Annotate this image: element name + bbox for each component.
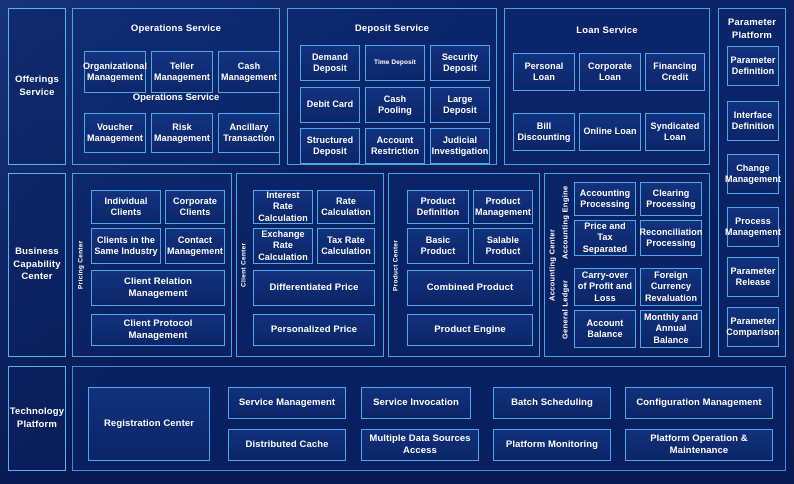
box-time-deposit[interactable]: Time Deposit (365, 45, 425, 81)
box-demand-deposit[interactable]: Demand Deposit (300, 45, 360, 81)
box-monthly-and-annual-balance[interactable]: Monthly and Annual Balance (640, 310, 702, 348)
box-online-loan[interactable]: Online Loan (579, 113, 641, 151)
panel-deposit-service[interactable]: Deposit Service Demand Deposit Time Depo… (287, 8, 497, 165)
panel-accounting-center[interactable]: Accounting Center Accounting Engine Acco… (544, 173, 710, 357)
box-batch-scheduling[interactable]: Batch Scheduling (493, 387, 611, 419)
box-change-management[interactable]: Change Management (725, 154, 781, 194)
box-security-deposit[interactable]: Security Deposit (430, 45, 490, 81)
box-personal-loan[interactable]: Personal Loan (513, 53, 575, 91)
side-label-technology-platform-text: Technology Platform (9, 406, 65, 430)
box-clients-in-the-same-industry[interactable]: Clients in the Same Industry (91, 228, 161, 264)
box-ancillary-transaction[interactable]: Ancillary Transaction (218, 113, 280, 153)
box-client-relation-management[interactable]: Client Relation Management (91, 270, 225, 306)
box-cash-pooling[interactable]: Cash Pooling (365, 87, 425, 123)
box-carry-over-of-profit-and-loss[interactable]: Carry-over of Profit and Loss (574, 268, 636, 306)
box-organizational-management[interactable]: Organizational Management (83, 51, 147, 93)
panel-pricing-center[interactable]: Pricing Center Individual Clients Corpor… (72, 173, 232, 357)
panel-client-center[interactable]: Client Center Interest Rate Calculation … (236, 173, 384, 357)
box-differentiated-price[interactable]: Differentiated Price (253, 270, 375, 306)
vlabel-accounting-center: Accounting Center (547, 228, 557, 302)
vlabel-product-center: Product Center (392, 239, 400, 291)
box-salable-product[interactable]: Salable Product (473, 228, 533, 264)
side-label-offerings-service-text: Offerings Service (14, 74, 60, 98)
box-service-invocation[interactable]: Service Invocation (361, 387, 471, 419)
box-foreign-currency-revaluation[interactable]: Foreign Currency Revaluation (640, 268, 702, 306)
box-configuration-management[interactable]: Configuration Management (625, 387, 773, 419)
box-exchange-rate-calculation[interactable]: Exchange Rate Calculation (253, 228, 313, 264)
side-label-business-capability-center-text: Business Capability Center (13, 246, 61, 283)
box-structured-deposit[interactable]: Structured Deposit (300, 128, 360, 164)
box-personalized-price[interactable]: Personalized Price (253, 314, 375, 346)
box-interface-definition[interactable]: Interface Definition (727, 101, 779, 141)
panel-title-parameter-platform-line2: Platform (731, 30, 773, 41)
box-large-deposit[interactable]: Large Deposit (430, 87, 490, 123)
box-product-definition[interactable]: Product Definition (407, 190, 469, 224)
box-distributed-cache[interactable]: Distributed Cache (228, 429, 346, 461)
box-corporate-clients[interactable]: Corporate Clients (165, 190, 225, 224)
side-label-technology-platform[interactable]: Technology Platform (8, 366, 66, 471)
overlay-label-operations-service: Operations Service (132, 92, 220, 103)
box-teller-management[interactable]: Teller Management (151, 51, 213, 93)
box-corporate-loan[interactable]: Corporate Loan (579, 53, 641, 91)
panel-loan-service[interactable]: Loan Service Personal Loan Corporate Loa… (504, 8, 710, 165)
panel-product-center[interactable]: Product Center Product Definition Produc… (388, 173, 540, 357)
box-tax-rate-calculation[interactable]: Tax Rate Calculation (317, 228, 375, 264)
vlabel-accounting-engine: Accounting Engine (560, 185, 570, 259)
panel-title-loan-service: Loan Service (576, 25, 638, 36)
box-individual-clients[interactable]: Individual Clients (91, 190, 161, 224)
vlabel-pricing-center: Pricing Center (77, 240, 85, 290)
box-account-restriction[interactable]: Account Restriction (365, 128, 425, 164)
box-parameter-release[interactable]: Parameter Release (727, 257, 779, 297)
side-label-offerings-service[interactable]: Offerings Service (8, 8, 66, 165)
box-voucher-management[interactable]: Voucher Management (84, 113, 146, 153)
box-reconciliation-processing[interactable]: Reconciliation Processing (640, 220, 702, 256)
box-interest-rate-calculation[interactable]: Interest Rate Calculation (253, 190, 313, 224)
panel-operations-service[interactable]: Operations Service Organizational Manage… (72, 8, 280, 165)
box-syndicated-loan[interactable]: Syndicated Loan (645, 113, 705, 151)
box-price-and-tax-separated[interactable]: Price and Tax Separated (574, 220, 636, 256)
panel-parameter-platform[interactable]: Parameter Platform Parameter Definition … (718, 8, 786, 357)
box-debit-card[interactable]: Debit Card (300, 87, 360, 123)
box-parameter-definition[interactable]: Parameter Definition (727, 46, 779, 86)
panel-technology-platform[interactable]: Registration Center Service Management D… (72, 366, 786, 471)
box-process-management[interactable]: Process Management (725, 207, 781, 247)
panel-title-parameter-platform-line1: Parameter (727, 17, 777, 28)
box-accounting-processing[interactable]: Accounting Processing (574, 182, 636, 216)
box-financing-credit[interactable]: Financing Credit (645, 53, 705, 91)
box-client-protocol-management[interactable]: Client Protocol Management (91, 314, 225, 346)
panel-title-operations-service: Operations Service (130, 23, 222, 34)
box-bill-discounting[interactable]: Bill Discounting (513, 113, 575, 151)
box-product-management[interactable]: Product Management (473, 190, 533, 224)
box-platform-monitoring[interactable]: Platform Monitoring (493, 429, 611, 461)
box-contact-management[interactable]: Contact Management (165, 228, 225, 264)
box-rate-calculation[interactable]: Rate Calculation (317, 190, 375, 224)
panel-title-deposit-service: Deposit Service (354, 23, 430, 34)
box-platform-operation-maintenance[interactable]: Platform Operation & Maintenance (625, 429, 773, 461)
box-registration-center[interactable]: Registration Center (88, 387, 210, 461)
box-clearing-processing[interactable]: Clearing Processing (640, 182, 702, 216)
box-account-balance[interactable]: Account Balance (574, 310, 636, 348)
box-basic-product[interactable]: Basic Product (407, 228, 469, 264)
box-judicial-investigation[interactable]: Judicial Investigation (430, 128, 490, 164)
vlabel-general-ledger: General Ledger (560, 279, 570, 339)
side-label-business-capability-center[interactable]: Business Capability Center (8, 173, 66, 357)
box-combined-product[interactable]: Combined Product (407, 270, 533, 306)
box-risk-management[interactable]: Risk Management (151, 113, 213, 153)
box-parameter-comparison[interactable]: Parameter Comparison (726, 307, 780, 347)
vlabel-client-center: Client Center (240, 242, 248, 288)
box-product-engine[interactable]: Product Engine (407, 314, 533, 346)
box-service-management[interactable]: Service Management (228, 387, 346, 419)
box-cash-management[interactable]: Cash Management (218, 51, 280, 93)
box-multiple-data-sources-access[interactable]: Multiple Data Sources Access (361, 429, 479, 461)
